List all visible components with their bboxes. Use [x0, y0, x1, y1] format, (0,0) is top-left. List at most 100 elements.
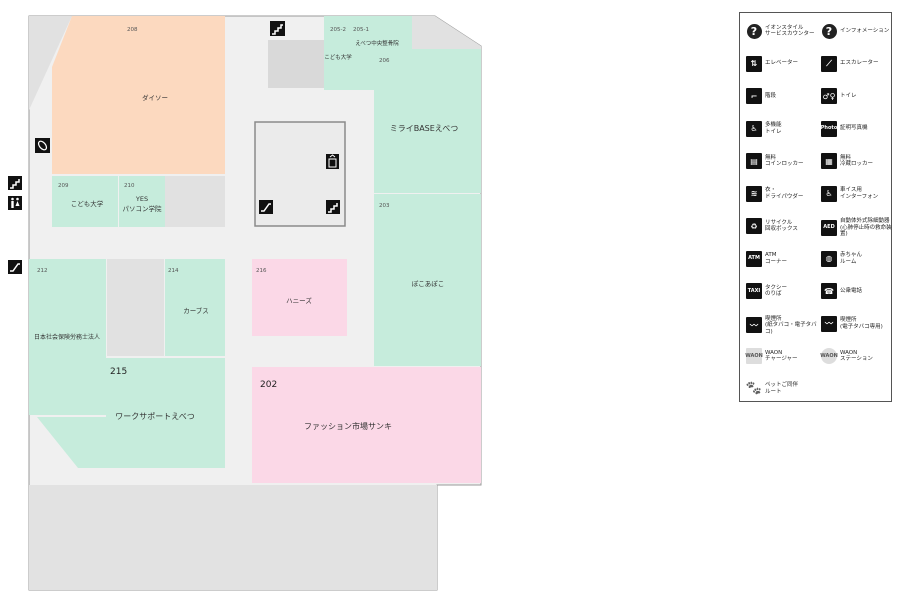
unit-202-number: 202	[260, 380, 277, 390]
legend-item: ◍赤ちゃん ルーム	[821, 250, 897, 267]
legend-item: ▤無料 コインロッカー	[746, 153, 822, 169]
legend-item: ⟋エスカレーター	[821, 55, 897, 72]
legend-label: エレベーター	[765, 60, 799, 67]
map-legend: ?イオンスタイル サービスカウンター?インフォメーション⇅エレベーター⟋エスカレ…	[739, 12, 892, 402]
unit-205-2[interactable]	[324, 16, 350, 90]
legend-item: ≋衣・ ドライパウダー	[746, 185, 822, 202]
unit-214[interactable]	[165, 259, 225, 356]
unit-210-number: 210	[124, 183, 135, 189]
unit-205-1-lower[interactable]	[350, 49, 374, 90]
cold-locker-icon: ▦	[821, 153, 837, 169]
legend-label: 証明写真機	[840, 125, 868, 132]
legend-label: 公衆電話	[840, 287, 863, 294]
corner-top-right	[410, 16, 481, 49]
waon-station-icon: WAON	[820, 348, 838, 364]
hair-dryer-icon: ≋	[746, 185, 762, 202]
unit-216-name: ハニーズ	[286, 296, 312, 305]
corner-top-left	[29, 16, 72, 110]
service-block-top	[268, 40, 324, 88]
legend-label: タクシー のりば	[765, 284, 788, 298]
unit-205-name: こども大学	[324, 53, 352, 61]
legend-label: イオンスタイル サービスカウンター	[765, 24, 815, 38]
baby-room-icon[interactable]	[35, 138, 50, 153]
toilet-icon[interactable]	[8, 196, 22, 210]
unit-212-name: 日本社会保険労務士法人	[34, 333, 100, 341]
legend-label: ATM コーナー	[765, 252, 788, 265]
legend-item: ♻リサイクル 回収ボックス	[746, 218, 822, 234]
legend-label: 階段	[765, 92, 777, 99]
legend-item: ♿多機能 トイレ	[746, 120, 822, 137]
aed-icon: AED	[821, 219, 837, 236]
recycle-box-icon: ♻	[746, 218, 762, 234]
unit-203-number: 203	[379, 203, 390, 209]
elevator-icon[interactable]	[326, 154, 339, 169]
legend-label: 無料 冷蔵ロッカー	[840, 154, 874, 168]
legend-item: ?イオンスタイル サービスカウンター	[746, 23, 822, 39]
legend-label: 自動体外式除細動器 (心肺停止時の救命装置)	[840, 218, 892, 237]
unit-209[interactable]	[52, 176, 118, 227]
legend-item: ⇅エレベーター	[746, 55, 822, 72]
pet-route-icon: 🐾	[745, 381, 763, 396]
unit-216-number: 216	[256, 268, 267, 274]
legend-item: 🐾ペットご同伴 ルート	[746, 381, 822, 397]
escalator-icon[interactable]	[8, 260, 22, 274]
unit-212-number: 212	[37, 268, 48, 274]
legend-label: インフォメーション	[840, 27, 890, 34]
atm-icon: ATM	[746, 250, 762, 267]
taxi-icon: TAXI	[746, 283, 762, 299]
unit-205-1-number: 205-1	[353, 27, 369, 33]
unit-206-number: 206	[379, 58, 390, 64]
baby-room-icon: ◍	[821, 250, 837, 267]
unit-215-number: 215	[110, 367, 127, 377]
legend-item: ☎公衆電話	[821, 283, 897, 299]
back-area	[29, 485, 437, 590]
legend-label: 喫煙所 (紙タバコ・電子タバコ)	[765, 315, 817, 335]
legend-label: 車イス用 インターフォン	[840, 187, 879, 200]
unit-208[interactable]	[52, 16, 225, 174]
stairs-icon[interactable]	[8, 176, 22, 190]
legend-label: 無料 コインロッカー	[765, 154, 804, 168]
information-icon: ?	[821, 23, 837, 39]
unit-205-1-name: えべつ中央整骨院	[355, 39, 399, 47]
unit-210[interactable]	[119, 176, 165, 227]
stairs-icon[interactable]	[326, 200, 340, 214]
unit-206[interactable]	[374, 49, 481, 193]
unit-205-1[interactable]	[350, 16, 412, 49]
legend-item: ▦無料 冷蔵ロッカー	[821, 153, 897, 169]
toilet-icon: ♂♀	[821, 88, 837, 104]
unit-203[interactable]	[374, 194, 481, 366]
unit-209-number: 209	[58, 183, 69, 189]
unit-214-number: 214	[168, 268, 179, 274]
unit-202[interactable]	[252, 367, 481, 483]
unit-208-number: 208	[127, 27, 138, 33]
legend-label: WAON チャージャー	[765, 349, 798, 363]
elevator-icon: ⇅	[746, 55, 762, 72]
wheelchair-interphone-icon: ♿	[821, 185, 837, 202]
unit-202-name: ファッション市場サンキ	[304, 421, 392, 431]
vacant-block-2	[107, 259, 164, 356]
unit-205-2-number: 205-2	[330, 27, 346, 33]
unit-212[interactable]	[29, 259, 106, 415]
photo-booth-icon: Photo	[821, 120, 837, 137]
legend-label: エスカレーター	[840, 60, 879, 67]
legend-label: 衣・ ドライパウダー	[765, 187, 804, 200]
legend-label: 赤ちゃん ルーム	[840, 252, 863, 265]
unit-206-name: ミライBASEえべつ	[390, 124, 459, 133]
legend-label: WAON ステーション	[840, 349, 873, 363]
unit-215-name: ワークサポートえべつ	[115, 412, 194, 421]
stairs-icon[interactable]	[270, 21, 285, 36]
unit-215[interactable]	[37, 358, 225, 468]
legend-item: ⌐階段	[746, 88, 822, 104]
unit-210-name-line2: パソコン学院	[123, 204, 163, 213]
legend-label: リサイクル 回収ボックス	[765, 219, 798, 233]
escalator-icon[interactable]	[259, 200, 273, 214]
smoking-area-electronic-icon: 〰	[821, 315, 837, 332]
legend-item: ♿車イス用 インターフォン	[821, 185, 897, 202]
unit-203-name: ぽこあぽこ	[412, 279, 445, 288]
unit-208-name: ダイソー	[142, 93, 168, 102]
unit-216[interactable]	[252, 259, 347, 336]
unit-209-name: こども大学	[71, 199, 104, 208]
